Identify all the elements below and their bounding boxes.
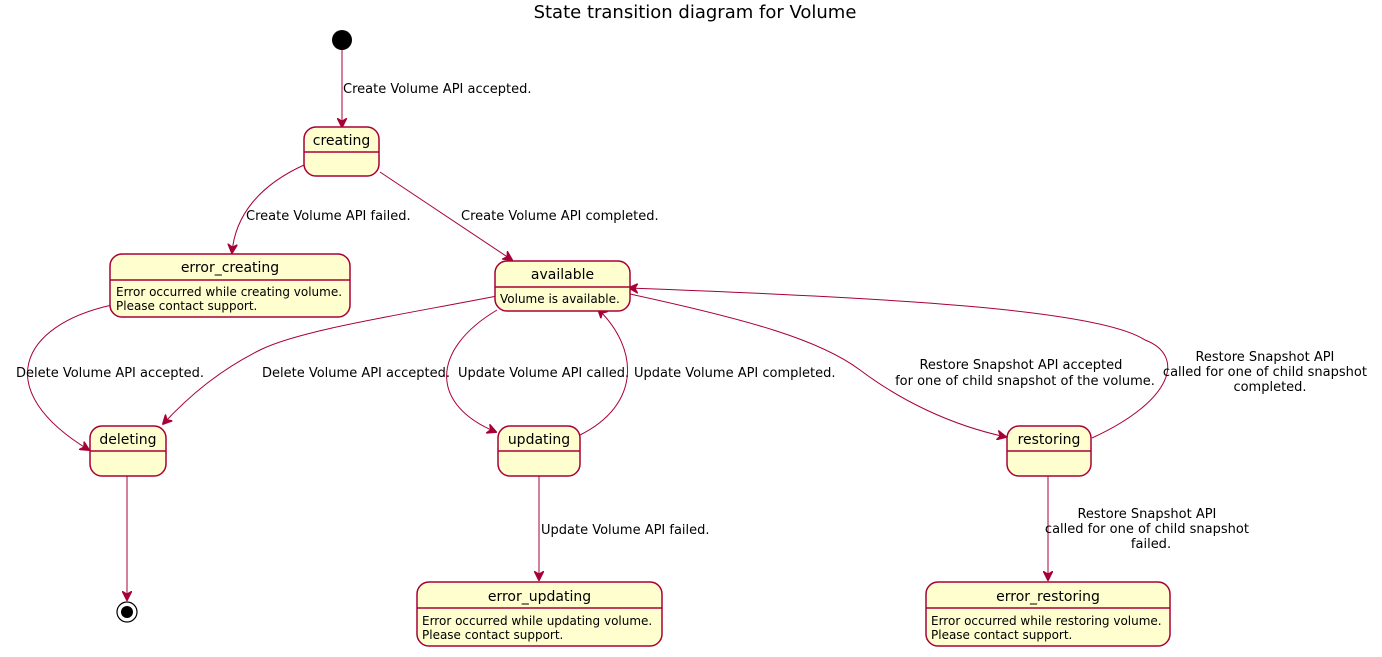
edge-creating-to-available bbox=[379, 171, 512, 260]
state-error-creating: error_creating Error occurred while crea… bbox=[109, 253, 351, 318]
edge-updating-to-available bbox=[579, 309, 628, 436]
diagram-title: State transition diagram for Volume bbox=[534, 2, 857, 23]
state-updating: updating bbox=[497, 425, 581, 477]
state-error-restoring: error_restoring Error occurred while res… bbox=[925, 581, 1171, 647]
label-restoring-to-error-restoring: Restore Snapshot API called for one of c… bbox=[1045, 507, 1253, 552]
label-available-to-deleting: Delete Volume API accepted. bbox=[262, 366, 450, 381]
state-description: Volume is available. bbox=[500, 292, 620, 306]
edge-error-creating-to-deleting bbox=[27, 304, 113, 450]
state-name: error_creating bbox=[181, 260, 279, 276]
label-available-to-updating: Update Volume API called. bbox=[458, 366, 629, 381]
edge-available-to-updating bbox=[446, 309, 497, 432]
edge-creating-to-error-creating bbox=[232, 164, 305, 253]
edge-restoring-to-available bbox=[629, 288, 1169, 439]
label-updating-to-error-updating: Update Volume API failed. bbox=[541, 523, 710, 538]
label-creating-to-error-creating: Create Volume API failed. bbox=[246, 209, 411, 224]
state-description: Error occurred while updating volume. Pl… bbox=[422, 614, 656, 642]
state-error-updating: error_updating Error occurred while upda… bbox=[416, 581, 663, 647]
edge-available-to-deleting bbox=[163, 295, 498, 424]
state-name: restoring bbox=[1018, 432, 1081, 448]
state-name: updating bbox=[508, 432, 570, 448]
label-creating-to-available: Create Volume API completed. bbox=[461, 209, 659, 224]
state-name: deleting bbox=[99, 432, 156, 448]
initial-state bbox=[332, 30, 352, 50]
label-restoring-to-available: Restore Snapshot API called for one of c… bbox=[1163, 350, 1371, 395]
transitions bbox=[27, 50, 1169, 600]
state-description: Error occurred while restoring volume. P… bbox=[931, 614, 1165, 642]
edge-available-to-restoring bbox=[629, 293, 1006, 437]
state-restoring: restoring bbox=[1006, 425, 1092, 477]
state-name: available bbox=[531, 267, 594, 283]
label-error-creating-to-deleting: Delete Volume API accepted. bbox=[16, 366, 204, 381]
state-description: Error occurred while creating volume. Pl… bbox=[116, 285, 346, 313]
label-available-to-restoring: Restore Snapshot API accepted for one of… bbox=[895, 358, 1155, 389]
state-name: creating bbox=[313, 133, 370, 149]
state-name: error_updating bbox=[488, 589, 591, 605]
state-deleting: deleting bbox=[89, 425, 167, 477]
final-state bbox=[116, 601, 138, 623]
state-creating: creating bbox=[303, 126, 380, 177]
label-updating-to-available: Update Volume API completed. bbox=[634, 366, 836, 381]
state-available: available Volume is available. bbox=[494, 260, 631, 312]
label-start-to-creating: Create Volume API accepted. bbox=[343, 82, 532, 97]
state-name: error_restoring bbox=[996, 589, 1100, 605]
